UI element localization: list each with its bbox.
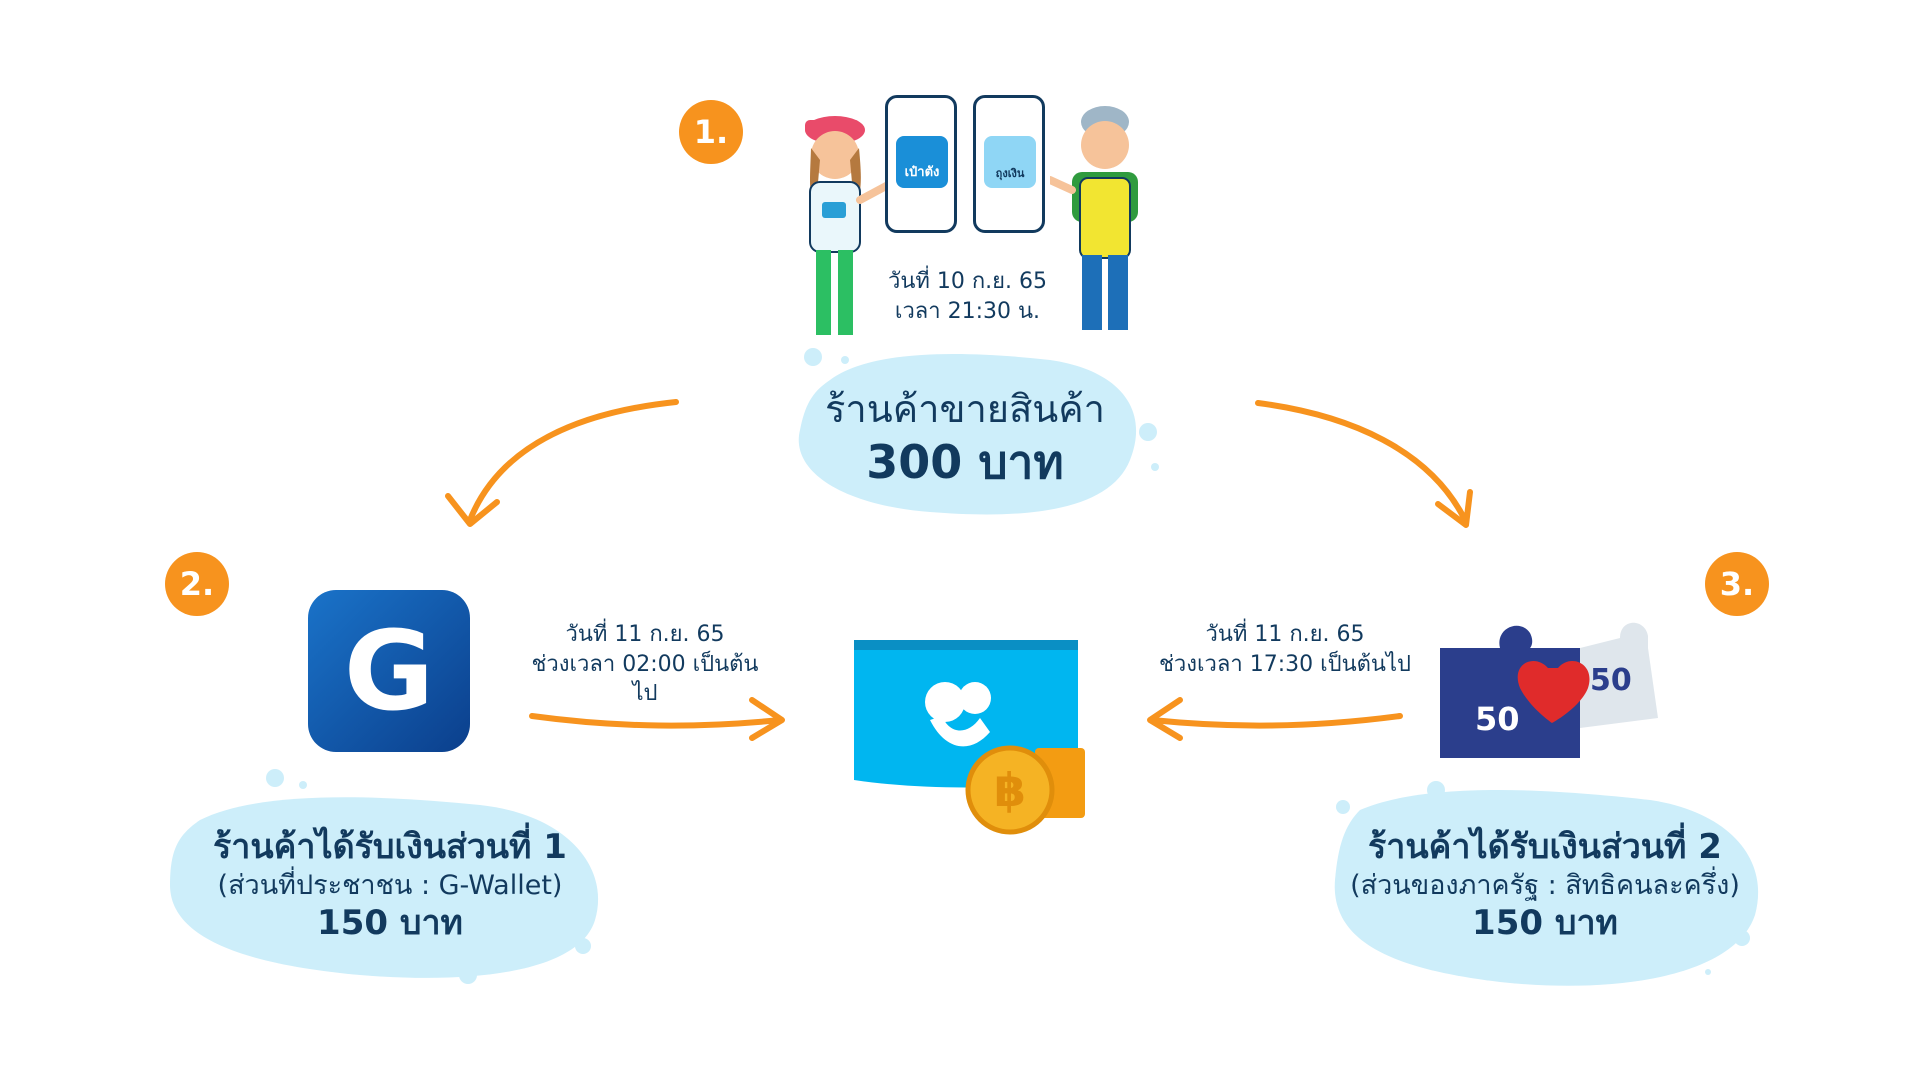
g-wallet-letter: G [343, 607, 435, 735]
puzzle-left-number: 50 [1475, 700, 1520, 738]
gold-coins-icon: ฿ [965, 745, 1085, 835]
phone-right: ถุงเงิน [973, 95, 1045, 233]
arrow-step3-to-wallet [1149, 713, 1403, 729]
vendor-figure-icon [1050, 106, 1138, 330]
arrow-step2-to-wallet [529, 713, 783, 729]
phone-left: เป๋าตัง [885, 95, 957, 233]
step1-badge: 1. [679, 100, 743, 164]
arrow-step1-to-step3 [1255, 400, 1468, 523]
step2-title: ร้านค้าได้รับเงินส่วนที่ 1 [213, 827, 567, 867]
step3-datetime: วันที่ 11 ก.ย. 65 ช่วงเวลา 17:30 เป็นต้น… [1155, 620, 1415, 679]
step2-time: ช่วงเวลา 02:00 เป็นต้นไป [531, 651, 759, 707]
paotang-app-icon: เป๋าตัง [896, 136, 948, 188]
blob-step1 [798, 354, 1137, 515]
step1-caption: ร้านค้าขายสินค้า 300 บาท [800, 386, 1130, 491]
step2-date: วันที่ 11 ก.ย. 65 [565, 622, 725, 647]
step2-caption: ร้านค้าได้รับเงินส่วนที่ 1 (ส่วนที่ประชา… [185, 826, 595, 945]
step1-datetime: วันที่ 10 ก.ย. 65 เวลา 21:30 น. [885, 267, 1050, 326]
step3-subtitle: (ส่วนของภาครัฐ : สิทธิคนละครึ่ง) [1350, 869, 1740, 901]
step2-datetime: วันที่ 11 ก.ย. 65 ช่วงเวลา 02:00 เป็นต้น… [520, 620, 770, 709]
step1-time: เวลา 21:30 น. [894, 298, 1041, 324]
paotang-app-label: เป๋าตัง [904, 165, 940, 180]
step3-caption: ร้านค้าได้รับเงินส่วนที่ 2 (ส่วนของภาครั… [1335, 826, 1755, 945]
step2-amount: 150 บาท [317, 903, 463, 944]
tungngern-app-icon: ถุงเงิน [984, 136, 1036, 188]
step3-badge: 3. [1705, 552, 1769, 616]
puzzle-right-number: 50 [1590, 663, 1632, 698]
step2-subtitle: (ส่วนที่ประชาชน : G-Wallet) [217, 869, 563, 901]
step1-illustration: เป๋าตัง ถุงเงิน วันที่ 10 ก.ย. 65 เวลา 2… [780, 95, 1170, 340]
step1-amount: 300 บาท [866, 434, 1064, 489]
step3-amount: 150 บาท [1472, 903, 1618, 944]
tourist-figure-icon [805, 116, 890, 335]
blob-step3 [1334, 790, 1759, 986]
step1-title: ร้านค้าขายสินค้า [825, 387, 1105, 431]
step2-badge: 2. [165, 552, 229, 616]
step3-title: ร้านค้าได้รับเงินส่วนที่ 2 [1368, 827, 1722, 867]
step3-time: ช่วงเวลา 17:30 เป็นต้นไป [1158, 651, 1411, 677]
merchant-wallet-icon: ฿ [854, 640, 1085, 835]
svg-text:฿: ฿ [994, 763, 1026, 817]
step3-date: วันที่ 11 ก.ย. 65 [1205, 622, 1365, 647]
step1-date: วันที่ 10 ก.ย. 65 [887, 269, 1048, 294]
half-half-puzzle-icon: 50 50 [1440, 622, 1658, 758]
arrow-step1-to-step2 [467, 399, 679, 523]
tungngern-app-label: ถุงเงิน [995, 167, 1025, 180]
blob-step2 [170, 797, 599, 978]
g-wallet-logo-icon: G [308, 590, 470, 752]
